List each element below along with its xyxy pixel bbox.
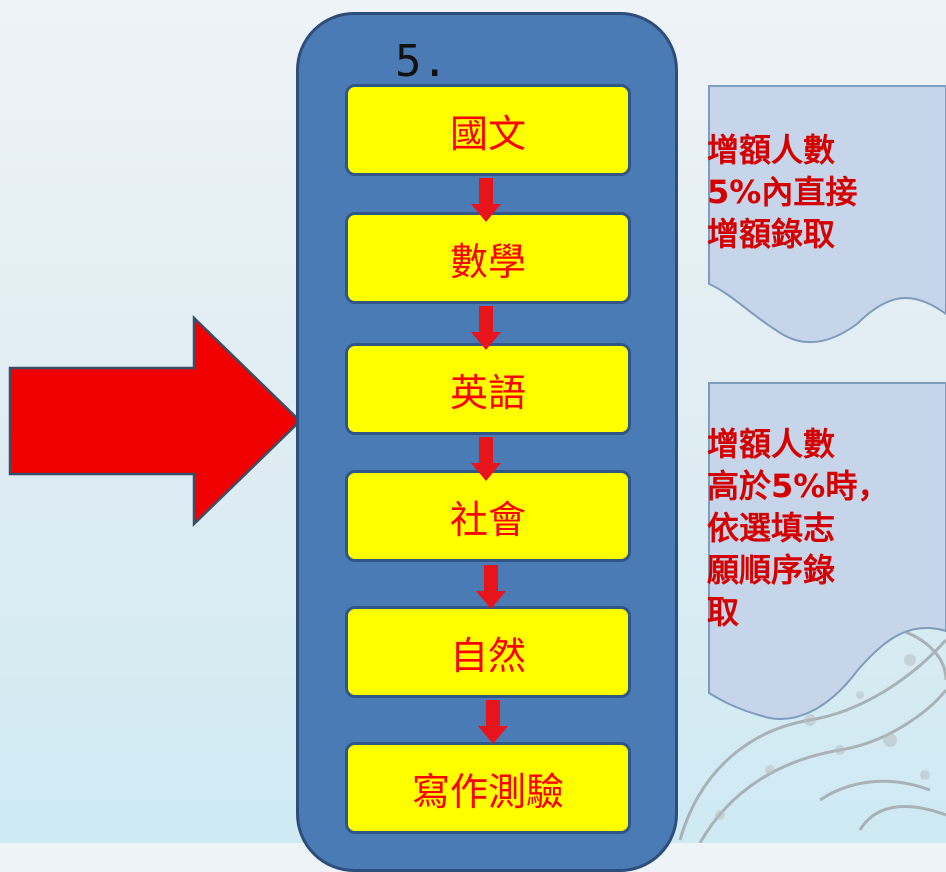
subject-box-science: 自然 [345,606,631,698]
down-arrow-icon [471,306,501,350]
subject-box-math: 數學 [345,212,631,304]
subject-box-chinese: 國文 [345,84,631,176]
subject-box-social: 社會 [345,470,631,562]
callout-text: 增額人數 高於5%時， 依選填志 願順序錄 取 [707,425,890,631]
down-arrow-icon [478,700,508,744]
subject-box-writing: 寫作測驗 [345,742,631,834]
callout-text: 增額人數 5%內直接 增額錄取 [707,131,858,253]
step-number: 5. [395,36,448,87]
down-arrow-icon [471,437,501,481]
callout-direct-admission: 增額人數 5%內直接 增額錄取 [707,84,946,346]
down-arrow-icon [476,565,506,609]
down-arrow-icon [471,178,501,222]
callout-shape [708,382,946,720]
right-arrow-icon [8,315,302,527]
callout-shape [708,85,946,343]
subject-box-english: 英語 [345,343,631,435]
callout-preference-admission: 增額人數 高於5%時， 依選填志 願順序錄 取 [707,381,946,723]
